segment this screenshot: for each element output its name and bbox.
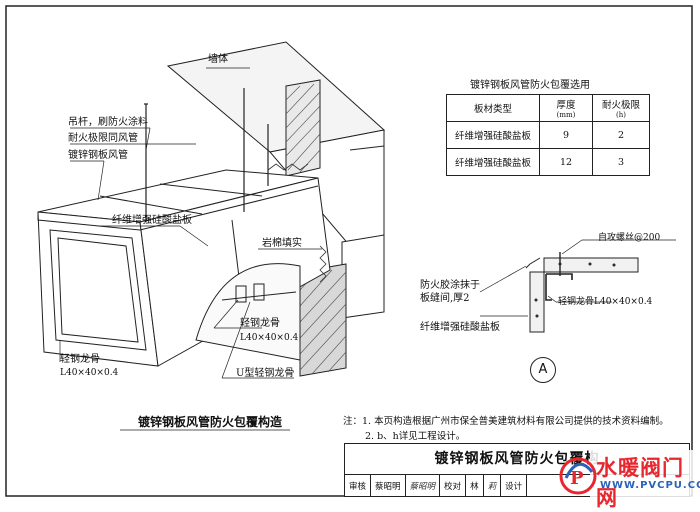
detail-label-sealant: 防火胶涂抹于 bbox=[420, 280, 480, 291]
title-block-cell: 校对 bbox=[440, 475, 467, 497]
detail-label-board: 纤维增强硅酸盐板 bbox=[420, 322, 500, 333]
label-keel-left-size: L40×40×0.4 bbox=[60, 368, 119, 378]
rock-wool bbox=[267, 163, 327, 283]
drawing-caption: 镀锌钢板风管防火包覆构造 bbox=[138, 415, 283, 429]
detail-marker: A bbox=[530, 357, 556, 383]
title-block-cell: 蔡昭明 bbox=[371, 475, 406, 497]
watermark-text: 水暖阀门网 bbox=[596, 456, 684, 510]
hangers bbox=[144, 88, 269, 222]
wall bbox=[166, 41, 386, 377]
table-header-row: 板材类型 厚度(mm) 耐火极限(h) bbox=[446, 94, 650, 122]
note-line: 注：1. 本页构造根据广州市保全普美建筑材料有限公司提供的技术资料编制。 bbox=[343, 416, 669, 427]
title-block-signature: 莉 bbox=[484, 475, 502, 497]
table-header-cell: 板材类型 bbox=[446, 94, 540, 122]
watermark-url: WWW.PVCPU.COM bbox=[600, 480, 700, 491]
detail-label-screw: 自攻螺丝@200 bbox=[598, 233, 661, 243]
title-block-cell: 设计 bbox=[501, 475, 528, 497]
duct-enclosure bbox=[37, 169, 331, 367]
title-block-title: 镀锌钢板风管防火包覆构 bbox=[434, 451, 600, 467]
table-header-cell: 厚度(mm) bbox=[539, 94, 593, 122]
label-hanger-2: 耐火极限同风管 bbox=[68, 133, 138, 144]
table-cell: 纤维增强硅酸盐板 bbox=[446, 121, 540, 149]
table-cell: 3 bbox=[592, 148, 650, 176]
title-block-cell: 审核 bbox=[345, 475, 372, 497]
detail-label-keel: 轻钢龙骨L40×40×0.4 bbox=[558, 297, 653, 307]
label-keel-left: 轻钢龙骨 bbox=[60, 354, 100, 365]
detail-leaders bbox=[479, 239, 676, 317]
label-wall: 墙体 bbox=[208, 54, 228, 65]
title-block-signature: 蔡昭明 bbox=[406, 475, 441, 497]
table-row: 纤维增强硅酸盐板 12 3 bbox=[446, 148, 650, 176]
leaders bbox=[59, 67, 322, 379]
detail-a-drawing bbox=[525, 252, 639, 333]
label-keel-center-size: L40×40×0.4 bbox=[240, 333, 299, 343]
table-cell: 12 bbox=[539, 148, 593, 176]
spec-table: 板材类型 厚度(mm) 耐火极限(h) 纤维增强硅酸盐板 9 2 纤维增强硅酸盐… bbox=[446, 94, 650, 176]
spec-table-title: 镀锌钢板风管防火包覆选用 bbox=[470, 80, 590, 91]
label-board: 纤维增强硅酸盐板 bbox=[112, 215, 192, 226]
label-keel-center: 轻钢龙骨 bbox=[240, 318, 280, 329]
label-hanger: 吊杆，刷防火涂料 bbox=[68, 117, 148, 128]
table-cell: 9 bbox=[539, 121, 593, 149]
wall-hatch bbox=[285, 83, 347, 375]
title-block-cell: 林 bbox=[466, 475, 484, 497]
table-cell: 纤维增强硅酸盐板 bbox=[446, 148, 540, 176]
cutaway bbox=[195, 263, 301, 361]
svg-text:P: P bbox=[570, 468, 584, 489]
title-block-signatures: 审核 蔡昭明 蔡昭明 校对 林 莉 设计 bbox=[345, 474, 689, 497]
table-header-cell: 耐火极限(h) bbox=[592, 94, 650, 122]
label-u-keel: U型轻钢龙骨 bbox=[236, 368, 295, 379]
label-rock-wool: 岩棉填实 bbox=[262, 238, 302, 249]
notes: 注：1. 本页构造根据广州市保全普美建筑材料有限公司提供的技术资料编制。 2. … bbox=[343, 414, 669, 444]
note-line: 2. b、h详见工程设计。 bbox=[365, 431, 466, 442]
detail-label-sealant-2: 板缝间,厚2 bbox=[420, 293, 470, 304]
table-row: 纤维增强硅酸盐板 9 2 bbox=[446, 121, 650, 149]
watermark-logo: P bbox=[559, 450, 696, 498]
drawing-sheet bbox=[5, 5, 693, 497]
label-duct: 镀锌钢板风管 bbox=[68, 150, 128, 161]
table-cell: 2 bbox=[592, 121, 650, 149]
